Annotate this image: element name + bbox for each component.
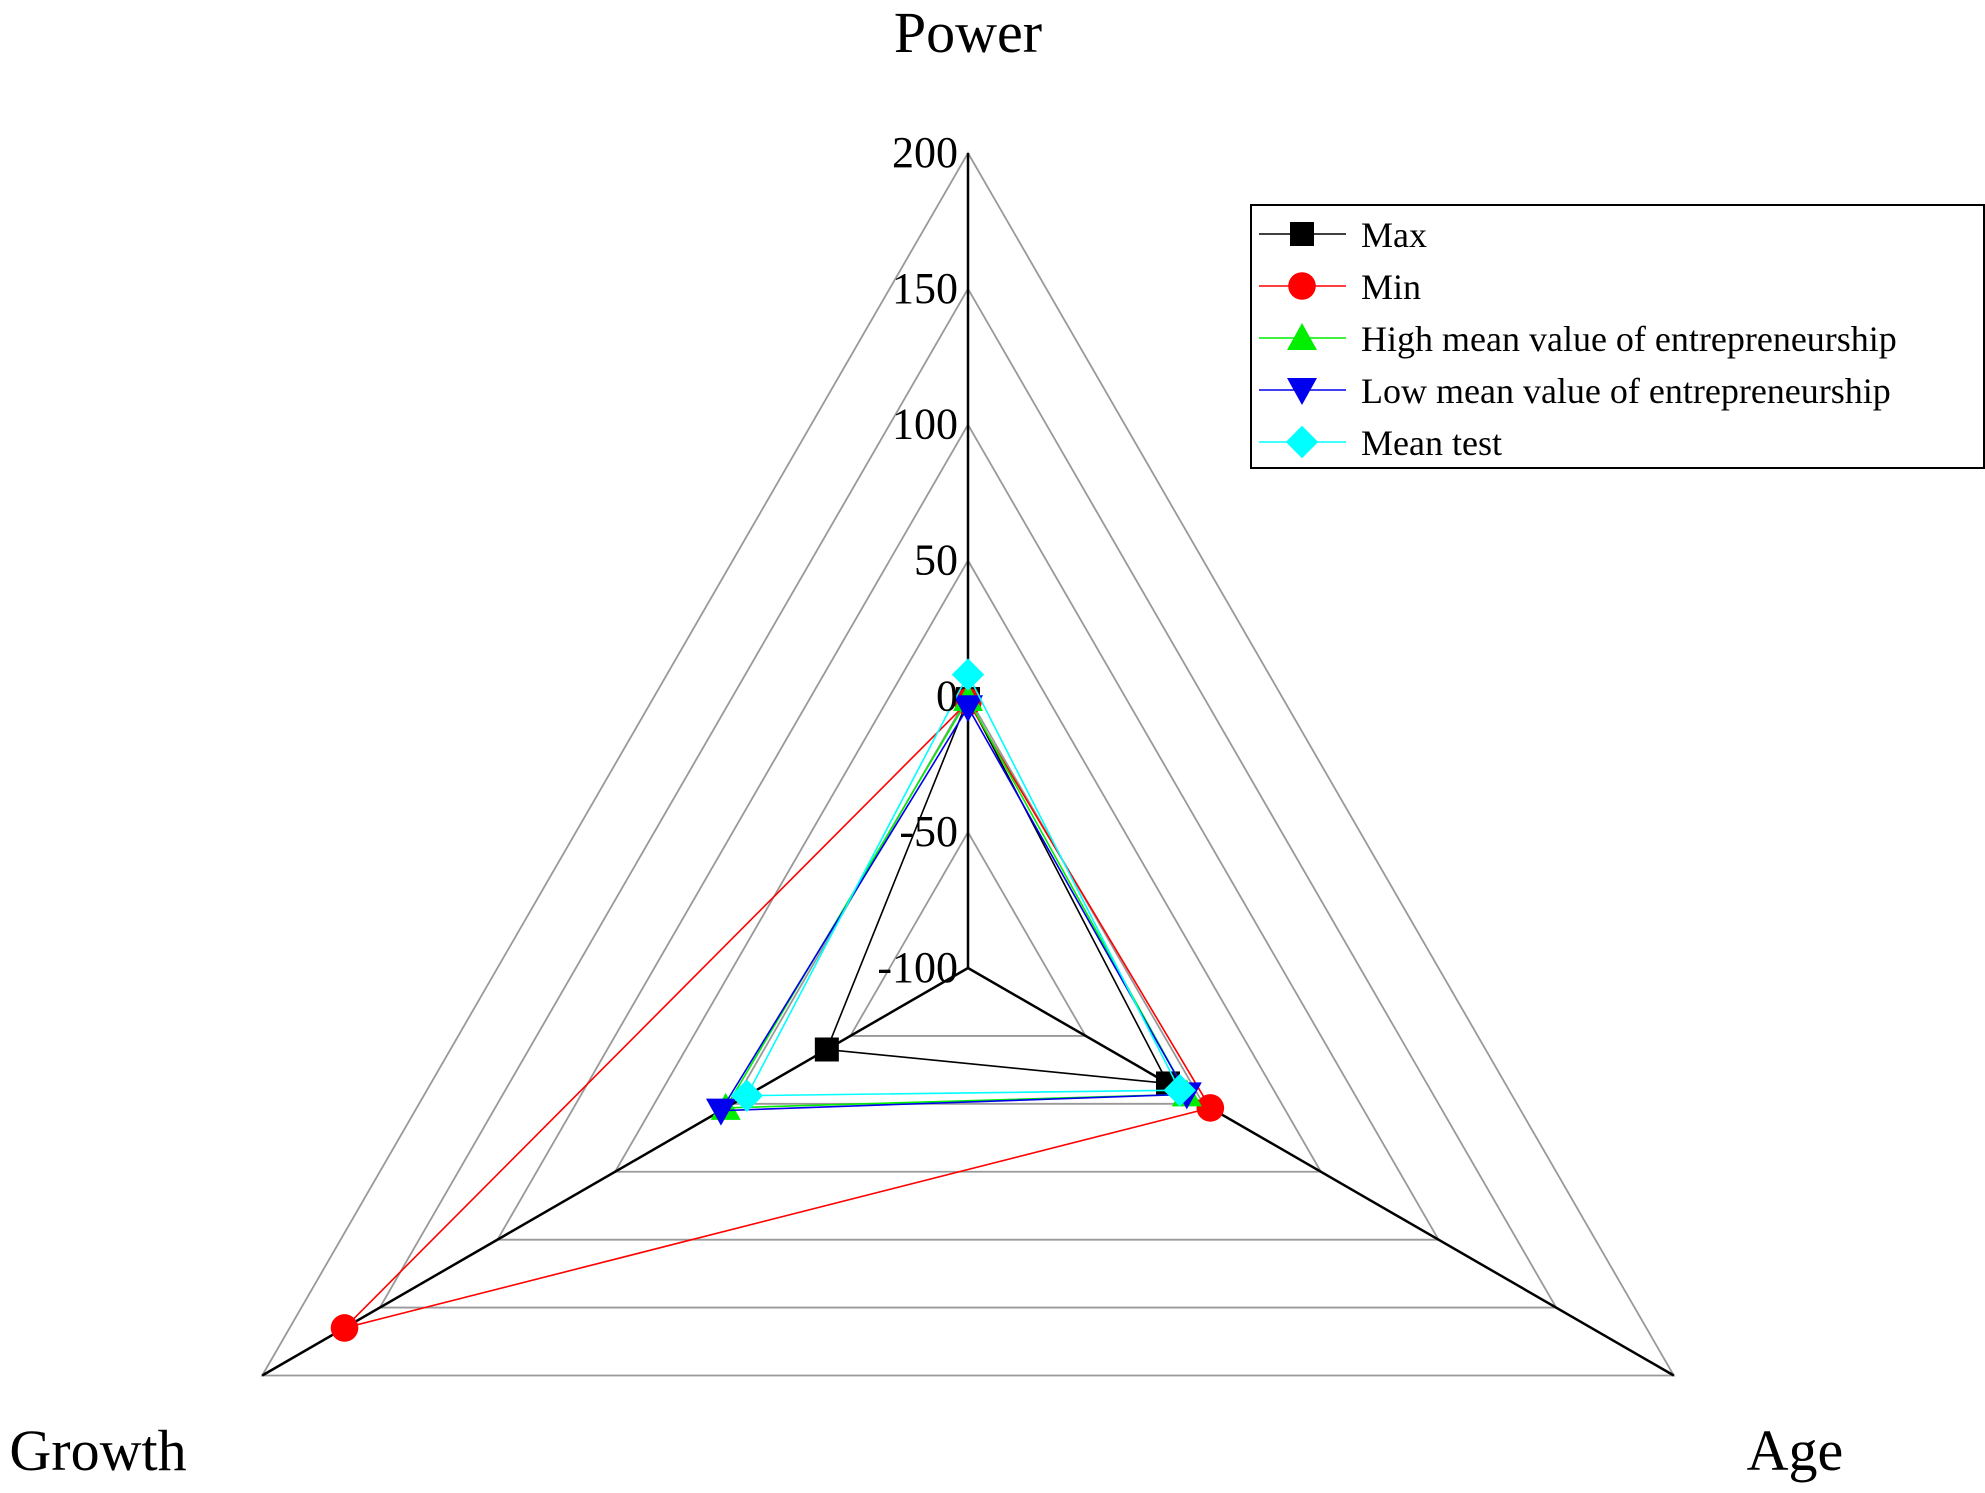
grid-ring-1 (848, 830, 1088, 1037)
legend-marker-1 (1288, 272, 1316, 300)
legend-marker-3 (1287, 378, 1317, 405)
legend-label-2: High mean value of entrepreneurship (1361, 319, 1897, 359)
legend-label-3: Low mean value of entrepreneurship (1361, 371, 1891, 411)
tick-label-4: 100 (892, 400, 958, 449)
legend-marker-0 (1290, 222, 1314, 246)
tick-label-2: 0 (936, 671, 958, 720)
tick-label-5: 150 (892, 264, 958, 313)
tick-label-3: 50 (914, 536, 958, 585)
grid-ring-3 (613, 558, 1323, 1173)
grid-ring-6 (260, 151, 1676, 1377)
axis-line-1 (967, 966, 1675, 1377)
series-line-4 (745, 672, 1182, 1097)
series-3-point-2 (705, 1098, 736, 1126)
legend-marker-2 (1287, 323, 1317, 350)
legend-marker-4 (1285, 425, 1319, 459)
series-4 (730, 658, 1196, 1112)
series-0-point-2 (814, 1037, 839, 1062)
axis-layer (261, 153, 1675, 1377)
series-line-0 (825, 697, 1170, 1085)
legend-label-4: Mean test (1361, 423, 1502, 463)
axis-line-2 (261, 966, 969, 1377)
tick-label-0: -100 (877, 943, 958, 992)
tick-label-1: -50 (899, 807, 958, 856)
series-line-1 (341, 700, 1212, 1330)
legend-box (1250, 204, 1985, 469)
tick-label-6: 200 (892, 128, 958, 177)
series-1 (330, 687, 1225, 1342)
series-4-point-1 (1163, 1074, 1196, 1107)
grid-ring-5 (378, 287, 1558, 1309)
legend-label-1: Min (1361, 267, 1421, 307)
series-1-point-2 (330, 1314, 359, 1342)
series-line-2 (724, 697, 1189, 1109)
grid-ring-4 (495, 422, 1441, 1241)
series-4-point-2 (730, 1079, 764, 1112)
legend-label-0: Max (1361, 215, 1427, 255)
series-line-3 (719, 705, 1189, 1112)
series-2 (710, 684, 1202, 1120)
series-3-point-0 (953, 695, 983, 723)
axis-label-growth: Growth (9, 1418, 186, 1483)
series-layer (330, 658, 1225, 1342)
axis-label-power: Power (894, 0, 1042, 65)
axis-label-age: Age (1747, 1418, 1844, 1483)
series-1-point-1 (1196, 1094, 1225, 1122)
series-4-point-0 (951, 658, 985, 691)
